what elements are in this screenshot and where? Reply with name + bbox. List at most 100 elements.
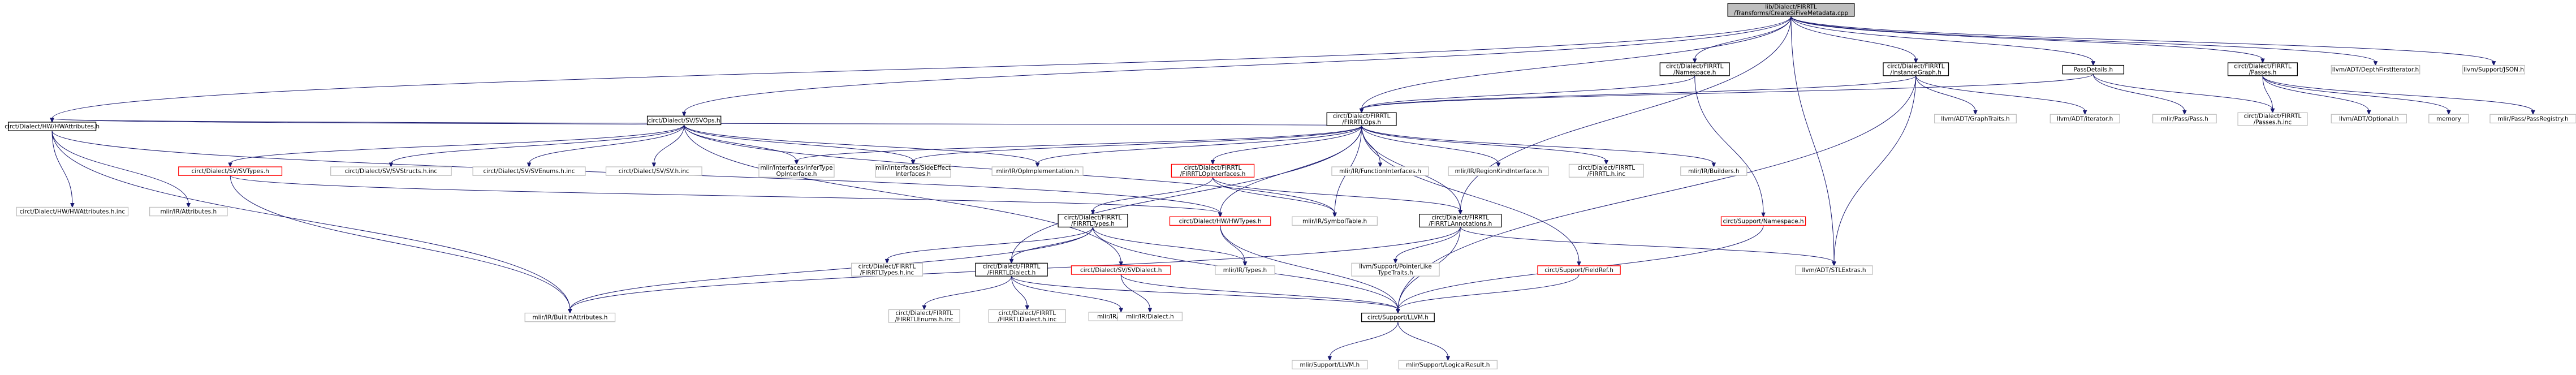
node-box <box>1680 166 1747 176</box>
edge-main-to-namespace <box>1692 16 1792 64</box>
node-firrtltypes[interactable]: circt/Dialect/FIRRTL/FIRRTLTypes.h <box>1058 213 1128 228</box>
node-label: mlir/IR/BuiltinAttributes.h <box>532 314 607 321</box>
node-label: circt/Dialect/FIRRTL <box>858 264 916 270</box>
node-label: mlir/Interfaces/InferType <box>760 165 832 171</box>
edge-arrowhead <box>1035 162 1040 168</box>
edge-line <box>1220 225 1399 310</box>
edge-line <box>1361 125 1607 161</box>
node-label: /FIRRTLTypes.h.inc <box>860 270 914 277</box>
node-label: mlir/Support/LLVM.h <box>1300 361 1360 368</box>
edge-arrowhead <box>568 309 572 314</box>
edge-line <box>1037 125 1362 164</box>
node-firrtlops[interactable]: circt/Dialect/FIRRTL/FIRRTLOps.h <box>1326 112 1397 126</box>
edge-firrtldialect-to-circtllvm <box>1011 275 1400 314</box>
edge-annotations-to-stlextras <box>1460 227 1836 267</box>
node-label: mlir/Support/LogicalResult.h <box>1406 361 1490 368</box>
node-fieldref[interactable]: circt/Support/FieldRef.h <box>1537 265 1621 275</box>
edge-line <box>1694 75 1764 214</box>
node-builtinattrs: mlir/IR/BuiltinAttributes.h <box>524 312 616 322</box>
graph-edges <box>50 16 2535 361</box>
node-label: circt/Support/LLVM.h <box>1367 314 1429 321</box>
edge-line <box>390 124 685 164</box>
edge-arrowhead <box>794 160 799 165</box>
node-passes[interactable]: circt/Dialect/FIRRTL/Passes.h <box>2227 62 2298 76</box>
edge-arrowhead <box>186 202 191 208</box>
node-label: /FIRRTLAnnotations.h <box>1429 221 1492 227</box>
node-label: circt/Dialect/HW/HWAttributes.h.inc <box>20 209 126 215</box>
node-instgraph[interactable]: circt/Dialect/FIRRTL/InstanceGraph.h <box>1883 62 1949 76</box>
node-box <box>2152 114 2217 124</box>
node-svenums: circt/Dialect/SV/SVEnums.h.inc <box>472 166 586 176</box>
edge-svops-to-infertype <box>684 124 799 165</box>
node-label: /FIRRTLDialect.h.inc <box>998 316 1056 323</box>
node-mlirattrs: mlir/IR/Attributes.h <box>149 206 228 217</box>
node-label: /FIRRTL.h.inc <box>1587 171 1626 178</box>
edge-arrowhead <box>1393 258 1398 264</box>
node-hwattr[interactable]: circt/Dialect/HW/HWAttributes.h <box>5 122 100 131</box>
edge-line <box>1460 227 1835 263</box>
edge-arrowhead <box>1210 160 1215 165</box>
node-passdetails[interactable]: PassDetails.h <box>2062 64 2125 75</box>
node-label: /FIRRTLTypes.h <box>1071 221 1115 227</box>
edge-line <box>230 175 571 310</box>
edge-line <box>230 124 685 164</box>
node-svdialect[interactable]: circt/Dialect/SV/SVDialect.h <box>1071 265 1171 275</box>
node-svops[interactable]: circt/Dialect/SV/SVOps.h <box>646 115 722 126</box>
node-passreg: mlir/Pass/PassRegistry.h <box>2489 114 2576 124</box>
node-label: /InstanceGraph.h <box>1891 69 1941 76</box>
node-hwtypes[interactable]: circt/Dialect/HW/HWTypes.h <box>1169 216 1271 226</box>
node-box <box>2049 114 2120 124</box>
node-box <box>1292 216 1378 226</box>
node-box <box>1720 216 1806 226</box>
node-circtllvm[interactable]: circt/Support/LLVM.h <box>1361 312 1435 322</box>
edge-line <box>1093 177 1213 211</box>
edge-arrowhead <box>922 305 927 311</box>
node-annotations[interactable]: circt/Dialect/FIRRTL/FIRRTLAnnotations.h <box>1419 213 1502 228</box>
node-label: /Transforms/CreateSiFiveMetadata.cpp <box>1734 10 1849 16</box>
edge-arrowhead <box>70 202 75 208</box>
edge-arrowhead <box>884 258 890 264</box>
edge-line <box>684 16 1792 113</box>
edge-arrowhead <box>228 162 232 168</box>
edge-passdetails-to-firrtlops <box>1359 74 2094 114</box>
edge-line <box>51 118 685 125</box>
node-label: circt/Dialect/FIRRTL <box>1431 214 1489 221</box>
edge-arrowhead <box>1359 108 1364 114</box>
node-box <box>472 166 586 176</box>
node-namespace[interactable]: circt/Dialect/FIRRTL/Namespace.h <box>1659 62 1730 76</box>
node-box <box>1331 166 1429 176</box>
node-box <box>1795 265 1873 275</box>
node-label: circt/Dialect/SV/SVDialect.h <box>1080 267 1162 274</box>
node-svhinc: circt/Dialect/SV/SV.h.inc <box>605 166 702 176</box>
edge-line <box>51 131 571 310</box>
edge-arrowhead <box>527 162 532 168</box>
node-firrtlhinc: circt/Dialect/FIRRTL/FIRRTL.h.inc <box>1568 163 1644 178</box>
edge-svtypes-to-builtinattrs <box>230 175 572 314</box>
edge-arrowhead <box>2260 58 2265 64</box>
node-label: circt/Dialect/FIRRTL <box>998 310 1056 317</box>
node-box <box>2237 112 2308 126</box>
edge-line <box>1694 16 1792 60</box>
edge-arrowhead <box>1090 210 1095 215</box>
node-label: circt/Dialect/FIRRTL <box>983 264 1041 270</box>
node-svtypes[interactable]: circt/Dialect/SV/SVTypes.h <box>178 166 283 176</box>
node-supportns[interactable]: circt/Support/Namespace.h <box>1720 216 1806 226</box>
edge-arrowhead <box>1604 160 1609 165</box>
node-firrtlopif[interactable]: circt/Dialect/FIRRTL/FIRRTLOpInterfaces.… <box>1171 163 1255 178</box>
edge-main-to-passdetails <box>1790 16 2096 66</box>
node-box <box>149 206 228 217</box>
node-memory: memory <box>2428 114 2469 124</box>
edge-main-to-dfsiter <box>1790 16 2378 66</box>
edge-arrowhead <box>1218 212 1223 218</box>
edge-circtllvm-to-llvmsupport <box>1327 321 1399 361</box>
node-label: llvm/Support/PointerLike <box>1359 264 1432 270</box>
node-label: mlir/Pass/Pass.h <box>2161 115 2208 122</box>
edge-line <box>1212 177 1335 214</box>
node-json: llvm/Support/JSON.h <box>2462 64 2526 75</box>
node-firrtldialect[interactable]: circt/Dialect/FIRRTL/FIRRTLDialect.h <box>975 262 1048 277</box>
node-main[interactable]: lib/Dialect/FIRRTL/Transforms/CreateSiFi… <box>1727 3 1855 17</box>
node-label: /FIRRTLOpInterfaces.h <box>1180 171 1246 178</box>
edge-line <box>1361 74 2094 110</box>
node-box <box>758 163 835 178</box>
node-graphtraits: llvm/ADT/GraphTraits.h <box>1934 114 2017 124</box>
